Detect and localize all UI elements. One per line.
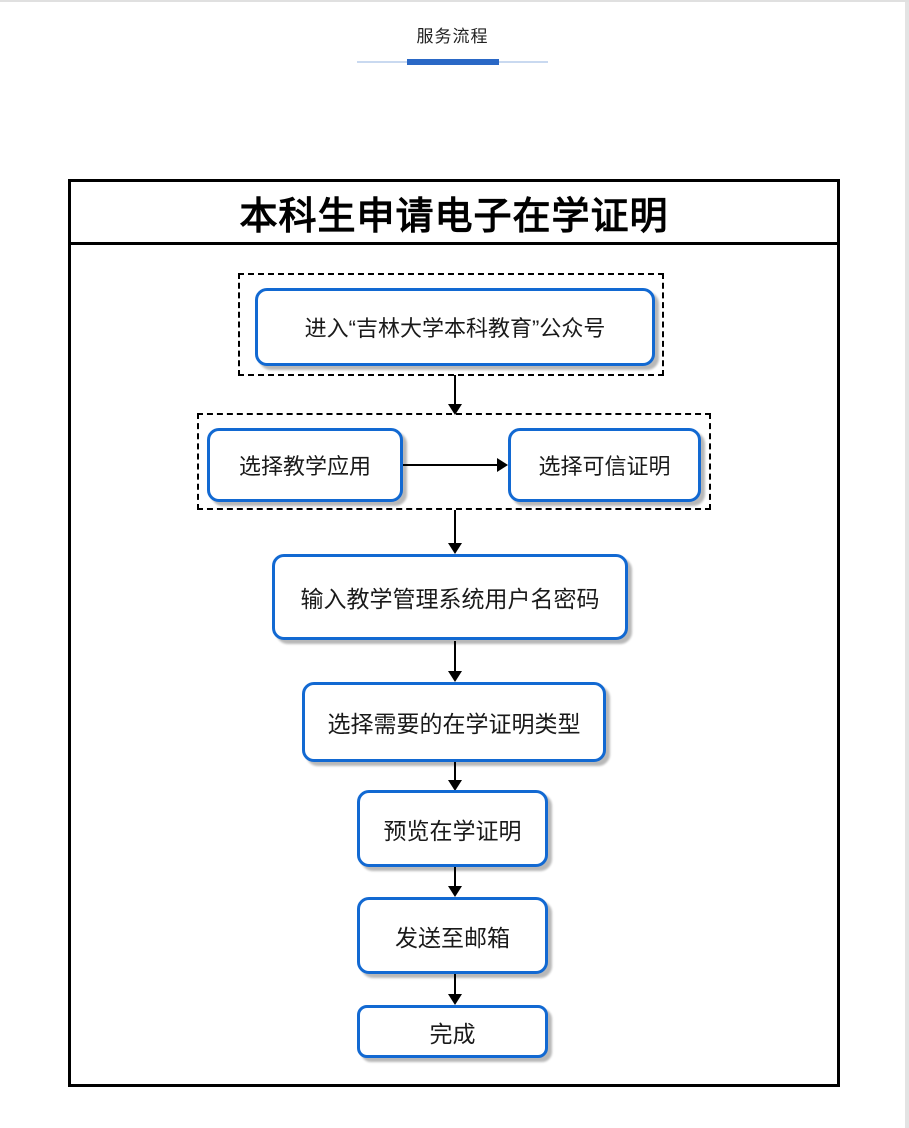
- dashed-group-select: [197, 413, 711, 510]
- arrow-down-icon: [448, 762, 462, 791]
- tab-indicator: [357, 59, 548, 65]
- tab-indicator-bar: [407, 59, 499, 65]
- arrow-down-icon: [448, 375, 462, 415]
- flow-step-select-teaching-app: 选择教学应用: [207, 428, 403, 502]
- flow-step-enter-official-account: 进入“吉林大学本科教育”公众号: [255, 288, 655, 366]
- arrow-down-icon: [448, 510, 462, 554]
- flowchart-frame: 本科生申请电子在学证明 进入“吉林大学本科教育”公众号 选择教学应用 选择可信证…: [68, 179, 840, 1087]
- dashed-group-entry: [238, 273, 664, 376]
- flow-step-select-trusted-certificate: 选择可信证明: [508, 428, 701, 502]
- flow-step-preview-certificate: 预览在学证明: [357, 790, 548, 867]
- arrow-right-icon: [403, 458, 508, 472]
- flow-step-send-to-email: 发送至邮箱: [357, 897, 548, 974]
- arrow-down-icon: [448, 867, 462, 897]
- scrollbar[interactable]: [905, 2, 909, 1128]
- flow-step-complete: 完成: [357, 1005, 548, 1058]
- flowchart-body: 进入“吉林大学本科教育”公众号 选择教学应用 选择可信证明 输入教学管理系统用户…: [71, 245, 837, 1084]
- flow-step-enter-credentials: 输入教学管理系统用户名密码: [272, 554, 628, 640]
- tab-service-process[interactable]: 服务流程: [416, 27, 489, 46]
- flow-step-select-certificate-type: 选择需要的在学证明类型: [302, 682, 606, 762]
- arrow-down-icon: [448, 641, 462, 682]
- arrow-down-icon: [448, 974, 462, 1005]
- flowchart-title: 本科生申请电子在学证明: [71, 182, 837, 245]
